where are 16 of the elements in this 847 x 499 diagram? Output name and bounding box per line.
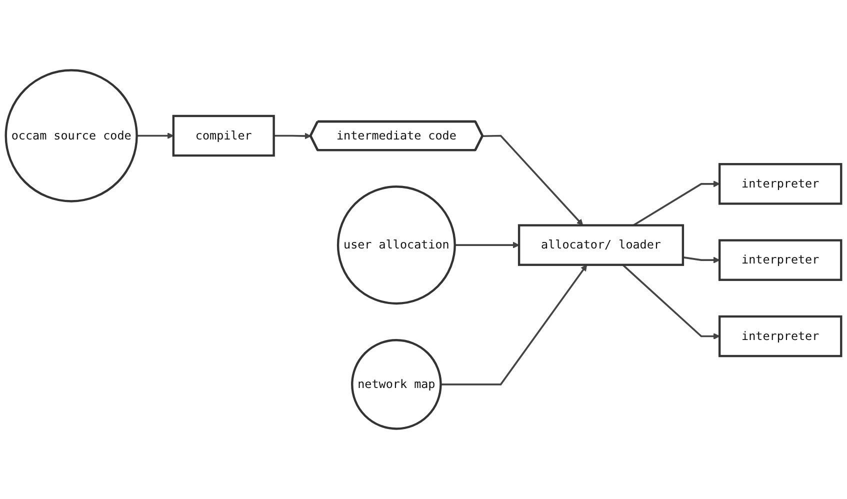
node-box: interpreter: [718, 315, 842, 358]
arrow: [682, 256, 720, 264]
node-box: allocator/ loader: [518, 224, 684, 266]
node-circle: network map: [351, 339, 442, 430]
node-box: interpreter: [718, 163, 842, 205]
node-circle: occam source code: [4, 69, 138, 202]
arrow: [482, 134, 584, 226]
node-box: compiler: [172, 114, 275, 157]
node-box: interpreter: [718, 239, 842, 281]
arrow: [632, 180, 720, 226]
arrow: [440, 264, 588, 386]
arrow: [274, 132, 312, 140]
arrow: [622, 264, 720, 340]
arrow: [136, 132, 174, 139]
arrow: [454, 242, 520, 248]
node-circle: user allocation: [336, 186, 456, 305]
